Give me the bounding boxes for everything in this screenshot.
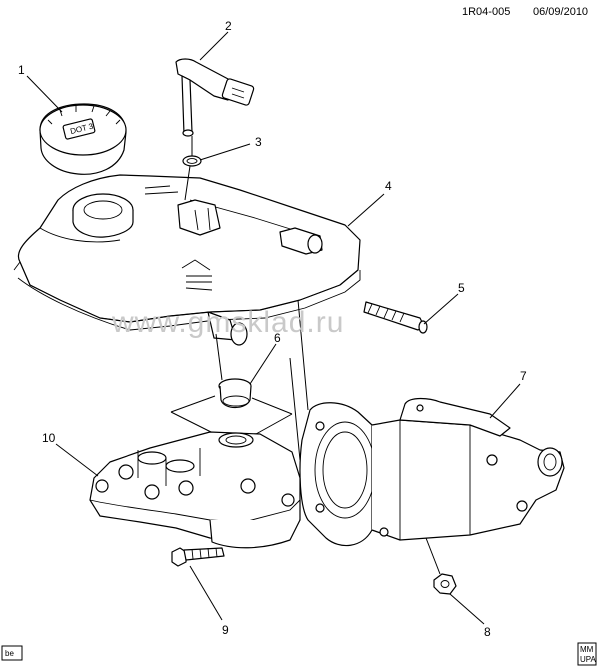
callout-7: 7 <box>520 369 527 383</box>
callout-4: 4 <box>385 179 392 193</box>
diagram-date: 06/09/2010 <box>533 6 588 18</box>
nut-icon <box>433 573 457 595</box>
corner-badge-left: be <box>1 645 23 661</box>
corner-badge-right: MM UPA <box>577 642 597 666</box>
sensor-icon <box>175 58 255 137</box>
master-cylinder-icon <box>89 431 301 549</box>
badge-right-top-text: MM <box>580 645 594 654</box>
callout-6: 6 <box>274 331 281 345</box>
booster-icon <box>299 397 565 547</box>
badge-left-text: be <box>5 649 14 658</box>
callout-8: 8 <box>484 625 491 639</box>
bolt-icon <box>171 547 225 567</box>
cap-icon: DOT 3 <box>39 103 127 175</box>
badge-right-bottom-text: UPA <box>580 655 597 664</box>
callout-3: 3 <box>255 135 262 149</box>
callout-1: 1 <box>18 63 25 77</box>
reservoir-icon <box>13 174 361 346</box>
callout-2: 2 <box>225 19 232 33</box>
o-ring-icon <box>182 155 202 167</box>
callout-5: 5 <box>458 281 465 295</box>
callout-9: 9 <box>222 623 229 637</box>
grommet-icon <box>170 378 293 435</box>
diagram-code: 1R04-005 <box>462 6 510 18</box>
stud-icon <box>363 301 428 334</box>
callout-10: 10 <box>42 431 56 445</box>
watermark-text: www.gmsklad.ru <box>111 306 344 339</box>
